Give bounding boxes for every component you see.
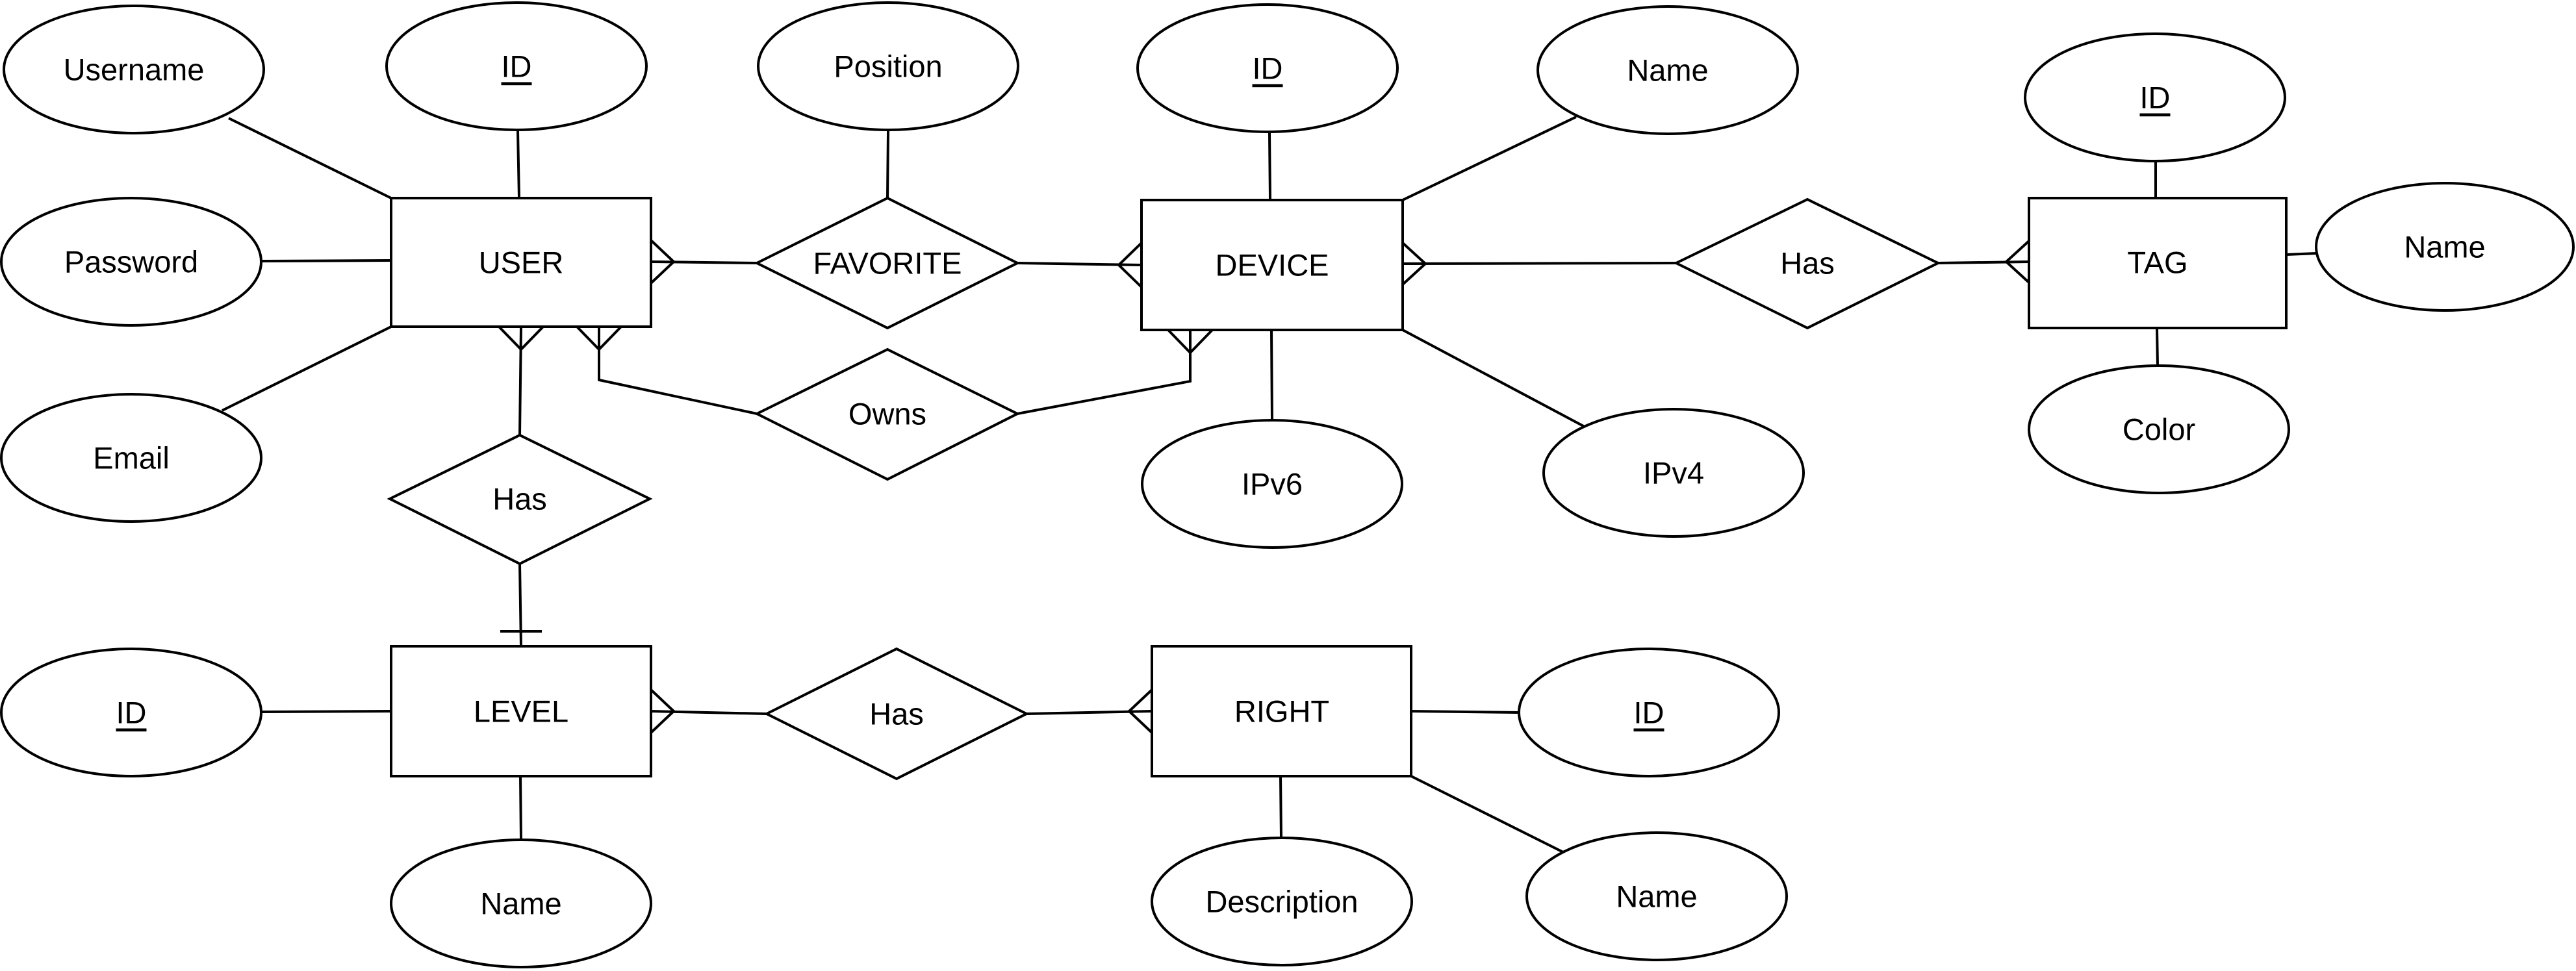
right-id-link [1410,710,1520,714]
attribute-favorite-position-label: Position [834,49,942,84]
relationship-level-right-has-label: Has [869,697,924,731]
user-email-link [222,325,392,412]
entity-right-label: RIGHT [1234,694,1329,729]
level-right-has-link-left [650,710,767,715]
attribute-right-id: ID [1518,648,1780,777]
attribute-device-ipv4: IPv4 [1542,408,1805,538]
attribute-device-id: ID [1136,3,1399,133]
attribute-user-id-label: ID [502,49,532,84]
owns-device-link [1017,330,1192,415]
attribute-tag-color-label: Color [2123,412,2195,447]
right-name-link [1410,775,1564,853]
device-name-link [1402,116,1577,201]
crowfoot-user-owns [576,325,622,351]
attribute-user-email-label: Email [93,441,170,475]
attribute-level-id: ID [0,648,262,777]
relationship-level-right-has: Has [763,647,1030,781]
entity-device-label: DEVICE [1216,248,1329,283]
attribute-user-username-label: Username [64,53,205,87]
crowfoot-level-right [650,688,676,734]
device-ipv4-link [1402,329,1587,429]
attribute-device-ipv6-label: IPv6 [1242,467,1303,501]
attribute-level-id-label: ID [116,696,147,730]
user-level-has-link-bottom [518,563,522,647]
attribute-user-password: Password [0,197,262,327]
crowfoot-user-level [498,325,544,351]
relationship-owns: Owns [754,347,1021,481]
attribute-right-description: Description [1151,837,1413,966]
attribute-right-description-label: Description [1205,885,1358,919]
crowfoot-device-tag [1401,242,1427,286]
user-username-link [228,117,392,199]
device-ipv6-link [1270,329,1273,421]
relationship-favorite-label: FAVORITE [813,246,962,281]
crowfoot-device-owns [1167,329,1214,355]
attribute-right-name-label: Name [1616,879,1697,914]
attribute-tag-color: Color [2028,364,2290,494]
level-name-link [519,776,522,840]
entity-level-label: LEVEL [474,694,568,729]
attribute-tag-id: ID [2024,32,2286,162]
relationship-device-tag-has-label: Has [1780,246,1835,281]
favorite-device-link [1017,262,1142,266]
entity-device: DEVICE [1140,199,1404,331]
user-id-link [516,131,520,199]
cardinality-marks [498,239,2030,734]
relationship-user-level-has: Has [387,433,653,566]
crowfoot-right-level [1127,688,1153,734]
entity-right: RIGHT [1151,645,1412,777]
attribute-device-name: Name [1537,5,1799,135]
tag-name-link [2286,252,2317,256]
crowfoot-device-favorite [1117,242,1143,288]
tag-color-link [2156,327,2159,366]
attribute-device-ipv6: IPv6 [1141,419,1403,549]
attribute-device-id-label: ID [1253,51,1283,86]
attribute-level-name-label: Name [480,887,561,921]
tag-has-tag-link [1937,260,2030,264]
entity-user: USER [390,197,652,328]
device-tag-has-link [1402,262,1677,265]
attribute-user-email: Email [0,393,262,523]
user-favorite-link [650,260,758,264]
crowfoot-tag-device [2004,240,2030,284]
attribute-tag-name-label: Name [2404,230,2485,264]
relationship-device-tag-has: Has [1673,197,1941,330]
user-level-has-link-top [518,326,522,436]
attribute-user-password-label: Password [64,245,198,279]
relationship-favorite: FAVORITE [754,196,1021,330]
attribute-tag-name: Name [2315,182,2575,312]
level-id-link [261,710,392,713]
entity-user-label: USER [479,246,564,280]
attribute-tag-id-label: ID [2140,81,2171,115]
crowfoot-user-favorite [650,239,676,284]
attribute-device-ipv4-label: IPv4 [1643,456,1704,490]
favorite-position-link [886,131,889,199]
entity-tag: TAG [2028,197,2288,329]
connectors [222,116,2317,853]
attribute-level-name: Name [390,839,652,968]
relationship-owns-label: Owns [848,397,926,431]
attribute-right-name: Name [1525,831,1788,961]
entity-level: LEVEL [390,645,652,777]
attribute-device-name-label: Name [1627,53,1708,88]
attribute-right-id-label: ID [1634,696,1664,730]
user-owns-link [598,327,758,415]
attribute-user-id: ID [385,1,648,131]
attribute-favorite-position: Position [757,1,1019,131]
entity-tag-label: TAG [2127,246,2187,280]
attribute-user-username: Username [3,5,265,134]
device-id-link [1268,132,1271,201]
user-password-link [261,259,392,262]
relationship-user-level-has-label: Has [492,482,547,516]
